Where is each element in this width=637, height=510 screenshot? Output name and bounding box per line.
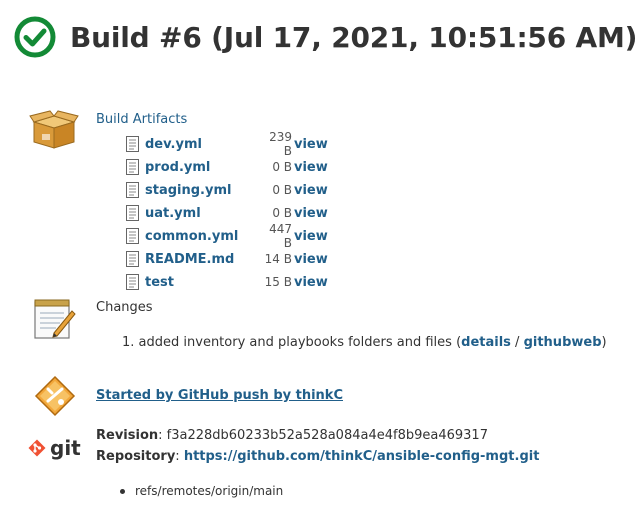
branch-name: refs/remotes/origin/main (135, 484, 284, 498)
paren-open: ( (456, 335, 462, 350)
artifact-size: 239 B (269, 130, 292, 158)
separator: / (515, 335, 520, 350)
page-title: Build #6 (Jul 17, 2021, 10:51:56 AM) (70, 20, 637, 54)
artifact-size: 0 B (272, 183, 292, 197)
file-icon (126, 205, 139, 221)
artifact-size: 447 B (269, 222, 292, 250)
repository-line: Repository: https://github.com/thinkC/an… (96, 449, 540, 464)
artifact-view-link[interactable]: view (294, 251, 328, 267)
artifact-file-link[interactable]: common.yml (145, 228, 239, 244)
artifact-size: 14 B (264, 252, 292, 266)
githubweb-link[interactable]: githubweb (523, 335, 602, 350)
details-link[interactable]: details (461, 335, 511, 350)
github-push-icon (34, 375, 76, 421)
artifact-row: test 15 B view (126, 272, 346, 292)
file-icon (126, 136, 139, 152)
artifact-row: dev.yml 239 B view (126, 130, 346, 158)
bullet (120, 488, 125, 494)
artifact-view-link[interactable]: view (294, 182, 328, 198)
artifact-file-link[interactable]: prod.yml (145, 159, 211, 175)
artifact-file-link[interactable]: dev.yml (145, 136, 202, 152)
artifact-view-link[interactable]: view (294, 136, 328, 152)
paren-close: ) (601, 335, 607, 350)
artifact-file-link[interactable]: test (145, 274, 174, 290)
branch-list-item: refs/remotes/origin/main (120, 484, 283, 498)
file-icon (126, 159, 139, 175)
artifact-row: uat.yml 0 B view (126, 203, 346, 223)
artifact-view-link[interactable]: view (294, 274, 328, 290)
artifact-view-link[interactable]: view (294, 228, 328, 244)
file-icon (126, 251, 139, 267)
artifact-size: 0 B (272, 206, 292, 220)
notepad-icon (32, 297, 76, 345)
git-logo-text: git (50, 436, 81, 460)
artifact-row: prod.yml 0 B view (126, 157, 346, 177)
artifact-file-link[interactable]: README.md (145, 251, 235, 267)
file-icon (126, 274, 139, 290)
revision-hash: f3a228db60233b52a528a084a4e4f8b9ea469317 (166, 428, 488, 443)
git-logo-icon: git (28, 436, 81, 460)
artifact-row: README.md 14 B view (126, 249, 346, 269)
artifact-row: staging.yml 0 B view (126, 180, 346, 200)
build-artifacts-link[interactable]: Build Artifacts (96, 112, 188, 127)
artifact-view-link[interactable]: view (294, 205, 328, 221)
success-check-icon (14, 16, 56, 58)
file-icon (126, 228, 139, 244)
package-icon (29, 110, 79, 154)
started-by-link[interactable]: Started by GitHub push by thinkC (96, 388, 343, 403)
repository-link[interactable]: https://github.com/thinkC/ansible-config… (183, 449, 540, 464)
artifact-file-link[interactable]: uat.yml (145, 205, 201, 221)
artifact-row: common.yml 447 B view (126, 222, 346, 250)
change-message: added inventory and playbooks folders an… (138, 335, 452, 350)
change-list-item: 1. added inventory and playbooks folders… (122, 335, 607, 350)
artifact-size: 0 B (272, 160, 292, 174)
artifact-file-link[interactable]: staging.yml (145, 182, 232, 198)
revision-label: Revision (96, 428, 159, 443)
change-number: 1. (122, 335, 135, 350)
page-header: Build #6 (Jul 17, 2021, 10:51:56 AM) (14, 14, 637, 60)
repository-label: Repository (96, 449, 176, 464)
artifact-size: 15 B (264, 275, 292, 289)
revision-line: Revision: f3a228db60233b52a528a084a4e4f8… (96, 428, 488, 443)
file-icon (126, 182, 139, 198)
artifact-view-link[interactable]: view (294, 159, 328, 175)
changes-heading: Changes (96, 300, 153, 315)
